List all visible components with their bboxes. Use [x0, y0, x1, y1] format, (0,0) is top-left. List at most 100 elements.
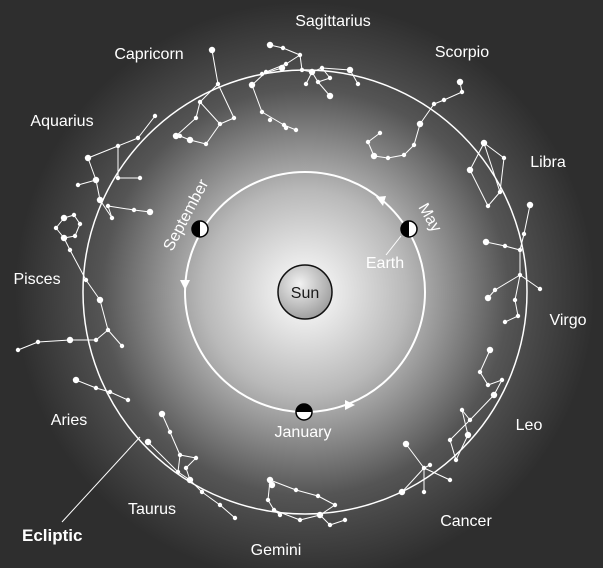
star: [447, 437, 453, 443]
star: [167, 429, 173, 435]
star: [135, 135, 141, 141]
star: [137, 175, 143, 181]
star: [60, 234, 68, 242]
star: [326, 92, 334, 100]
star: [332, 502, 338, 508]
star: [265, 497, 271, 503]
star: [456, 78, 464, 86]
constellation-line: [195, 101, 201, 119]
star: [467, 417, 473, 423]
star: [484, 294, 492, 302]
constellation-line: [483, 142, 505, 159]
star: [131, 207, 137, 213]
constellation-line: [199, 83, 219, 103]
star: [66, 336, 74, 344]
star: [177, 133, 183, 139]
star: [499, 377, 505, 383]
star: [316, 511, 324, 519]
star: [497, 189, 503, 195]
zodiac-aries: Aries: [51, 412, 87, 429]
constellation-line: [443, 91, 463, 101]
constellation-line: [179, 454, 197, 459]
star: [67, 247, 73, 253]
constellation-line: [469, 169, 489, 207]
zodiac-libra: Libra: [530, 154, 566, 171]
constellation-line: [137, 115, 156, 139]
star: [485, 382, 491, 388]
constellation-line: [413, 123, 421, 146]
star: [482, 238, 490, 246]
star: [197, 99, 203, 105]
star: [215, 81, 221, 87]
star: [517, 272, 523, 278]
earth-may: [400, 220, 418, 238]
constellation-line: [261, 111, 285, 126]
constellations: [15, 41, 543, 528]
star: [477, 369, 483, 375]
star: [277, 512, 283, 518]
star: [109, 215, 115, 221]
star: [278, 64, 286, 72]
constellation-line: [107, 205, 135, 211]
constellation-line: [99, 299, 109, 331]
star: [217, 502, 223, 508]
constellation-leo: [447, 346, 505, 463]
sun: [277, 264, 333, 320]
zodiac-pisces: Pisces: [13, 271, 60, 288]
constellation-line: [449, 439, 457, 461]
star: [232, 515, 238, 521]
star: [515, 313, 521, 319]
constellation-line: [282, 47, 301, 56]
constellation-line: [321, 67, 351, 71]
orbit-arrow-top: [376, 196, 386, 206]
constellation-line: [109, 391, 129, 401]
star: [183, 465, 189, 471]
constellation-aquarius: [75, 113, 158, 221]
constellation-line: [219, 117, 235, 125]
star: [199, 489, 205, 495]
zodiac-gemini: Gemini: [251, 542, 302, 559]
constellation-line: [117, 137, 139, 147]
constellation-line: [519, 274, 541, 290]
star: [447, 477, 453, 483]
constellation-line: [95, 179, 101, 201]
star: [421, 465, 427, 471]
constellation-line: [487, 379, 503, 386]
star: [203, 141, 209, 147]
zodiac-taurus: Taurus: [128, 501, 176, 518]
constellation-pisces: [15, 212, 125, 353]
earth-pointer: [385, 235, 402, 256]
ecliptic-label: Ecliptic: [22, 526, 82, 545]
constellation-line: [75, 379, 97, 389]
star: [431, 101, 437, 107]
constellation-line: [514, 299, 519, 317]
earth-january: [295, 403, 313, 421]
star: [231, 115, 237, 121]
constellation-line: [185, 457, 197, 469]
zodiac-scorpio: Scorpio: [435, 44, 489, 61]
constellation-line: [504, 315, 519, 323]
constellation-line: [261, 67, 283, 75]
star: [35, 339, 41, 345]
star: [501, 155, 507, 161]
star: [537, 286, 543, 292]
constellation-line: [487, 191, 501, 207]
star: [308, 68, 316, 76]
star: [283, 61, 289, 67]
constellation-cancer: [398, 440, 453, 496]
zodiac-sagittarius: Sagittarius: [295, 13, 371, 30]
constellation-line: [295, 489, 319, 497]
ecliptic-ring: [82, 69, 528, 515]
month-january: January: [275, 424, 332, 441]
constellation-line: [483, 142, 501, 193]
constellation-line: [317, 495, 336, 506]
star: [492, 287, 498, 293]
star: [152, 113, 158, 119]
star: [77, 221, 83, 227]
star: [105, 327, 111, 333]
constellation-line: [461, 409, 469, 436]
constellation-line: [367, 132, 381, 143]
star: [146, 208, 154, 216]
star: [60, 214, 68, 222]
constellation-line: [519, 233, 525, 251]
